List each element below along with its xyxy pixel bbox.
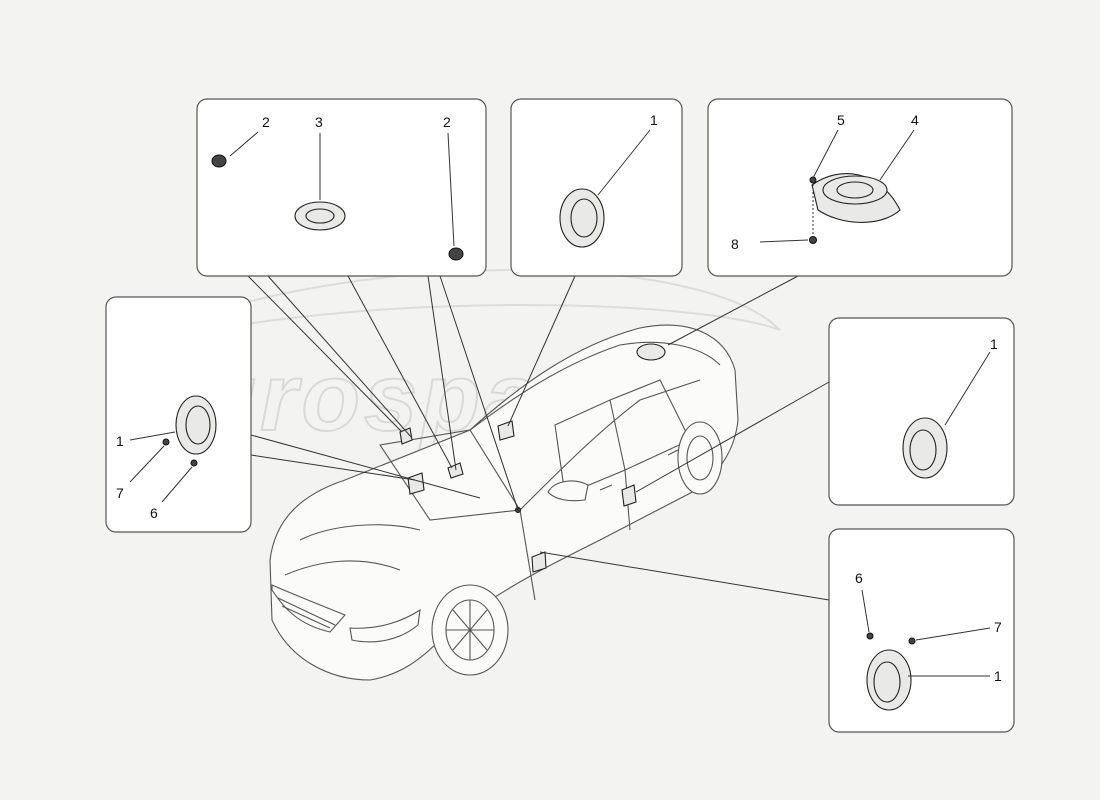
door-speaker-detail-box: 1 <box>510 98 683 277</box>
leader-lines <box>247 275 830 601</box>
callout-number: 2 <box>443 114 451 130</box>
callout-number: 1 <box>116 433 124 449</box>
left-door-speaker-detail-box: 1 7 6 <box>105 296 252 533</box>
callout-number: 3 <box>315 114 323 130</box>
screw-icon <box>866 632 874 640</box>
car-speaker-markers <box>399 343 666 573</box>
callout-number: 6 <box>855 570 863 586</box>
callout-number: 7 <box>994 619 1002 635</box>
nut-icon <box>908 637 916 645</box>
callout-number: 2 <box>262 114 270 130</box>
callout-number: 1 <box>994 668 1002 684</box>
nut-icon <box>162 438 170 446</box>
right-door-speaker-detail-box: 6 7 1 <box>828 528 1015 733</box>
callout-number: 1 <box>990 336 998 352</box>
tweeter-detail-box: 2 3 2 <box>196 98 487 277</box>
callout-number: 1 <box>650 112 658 128</box>
screw-icon <box>190 459 198 467</box>
trim-ring-icon <box>448 247 464 261</box>
callout-number: 5 <box>837 112 845 128</box>
callout-number: 8 <box>731 236 739 252</box>
rear-door-speaker-detail-box: 1 <box>828 317 1015 506</box>
callout-number: 6 <box>150 505 158 521</box>
trim-ring-icon <box>211 154 227 168</box>
subwoofer-detail-box: 5 4 8 <box>707 98 1013 277</box>
nut-icon <box>809 236 817 244</box>
callout-number: 7 <box>116 485 124 501</box>
callout-number: 4 <box>911 112 919 128</box>
